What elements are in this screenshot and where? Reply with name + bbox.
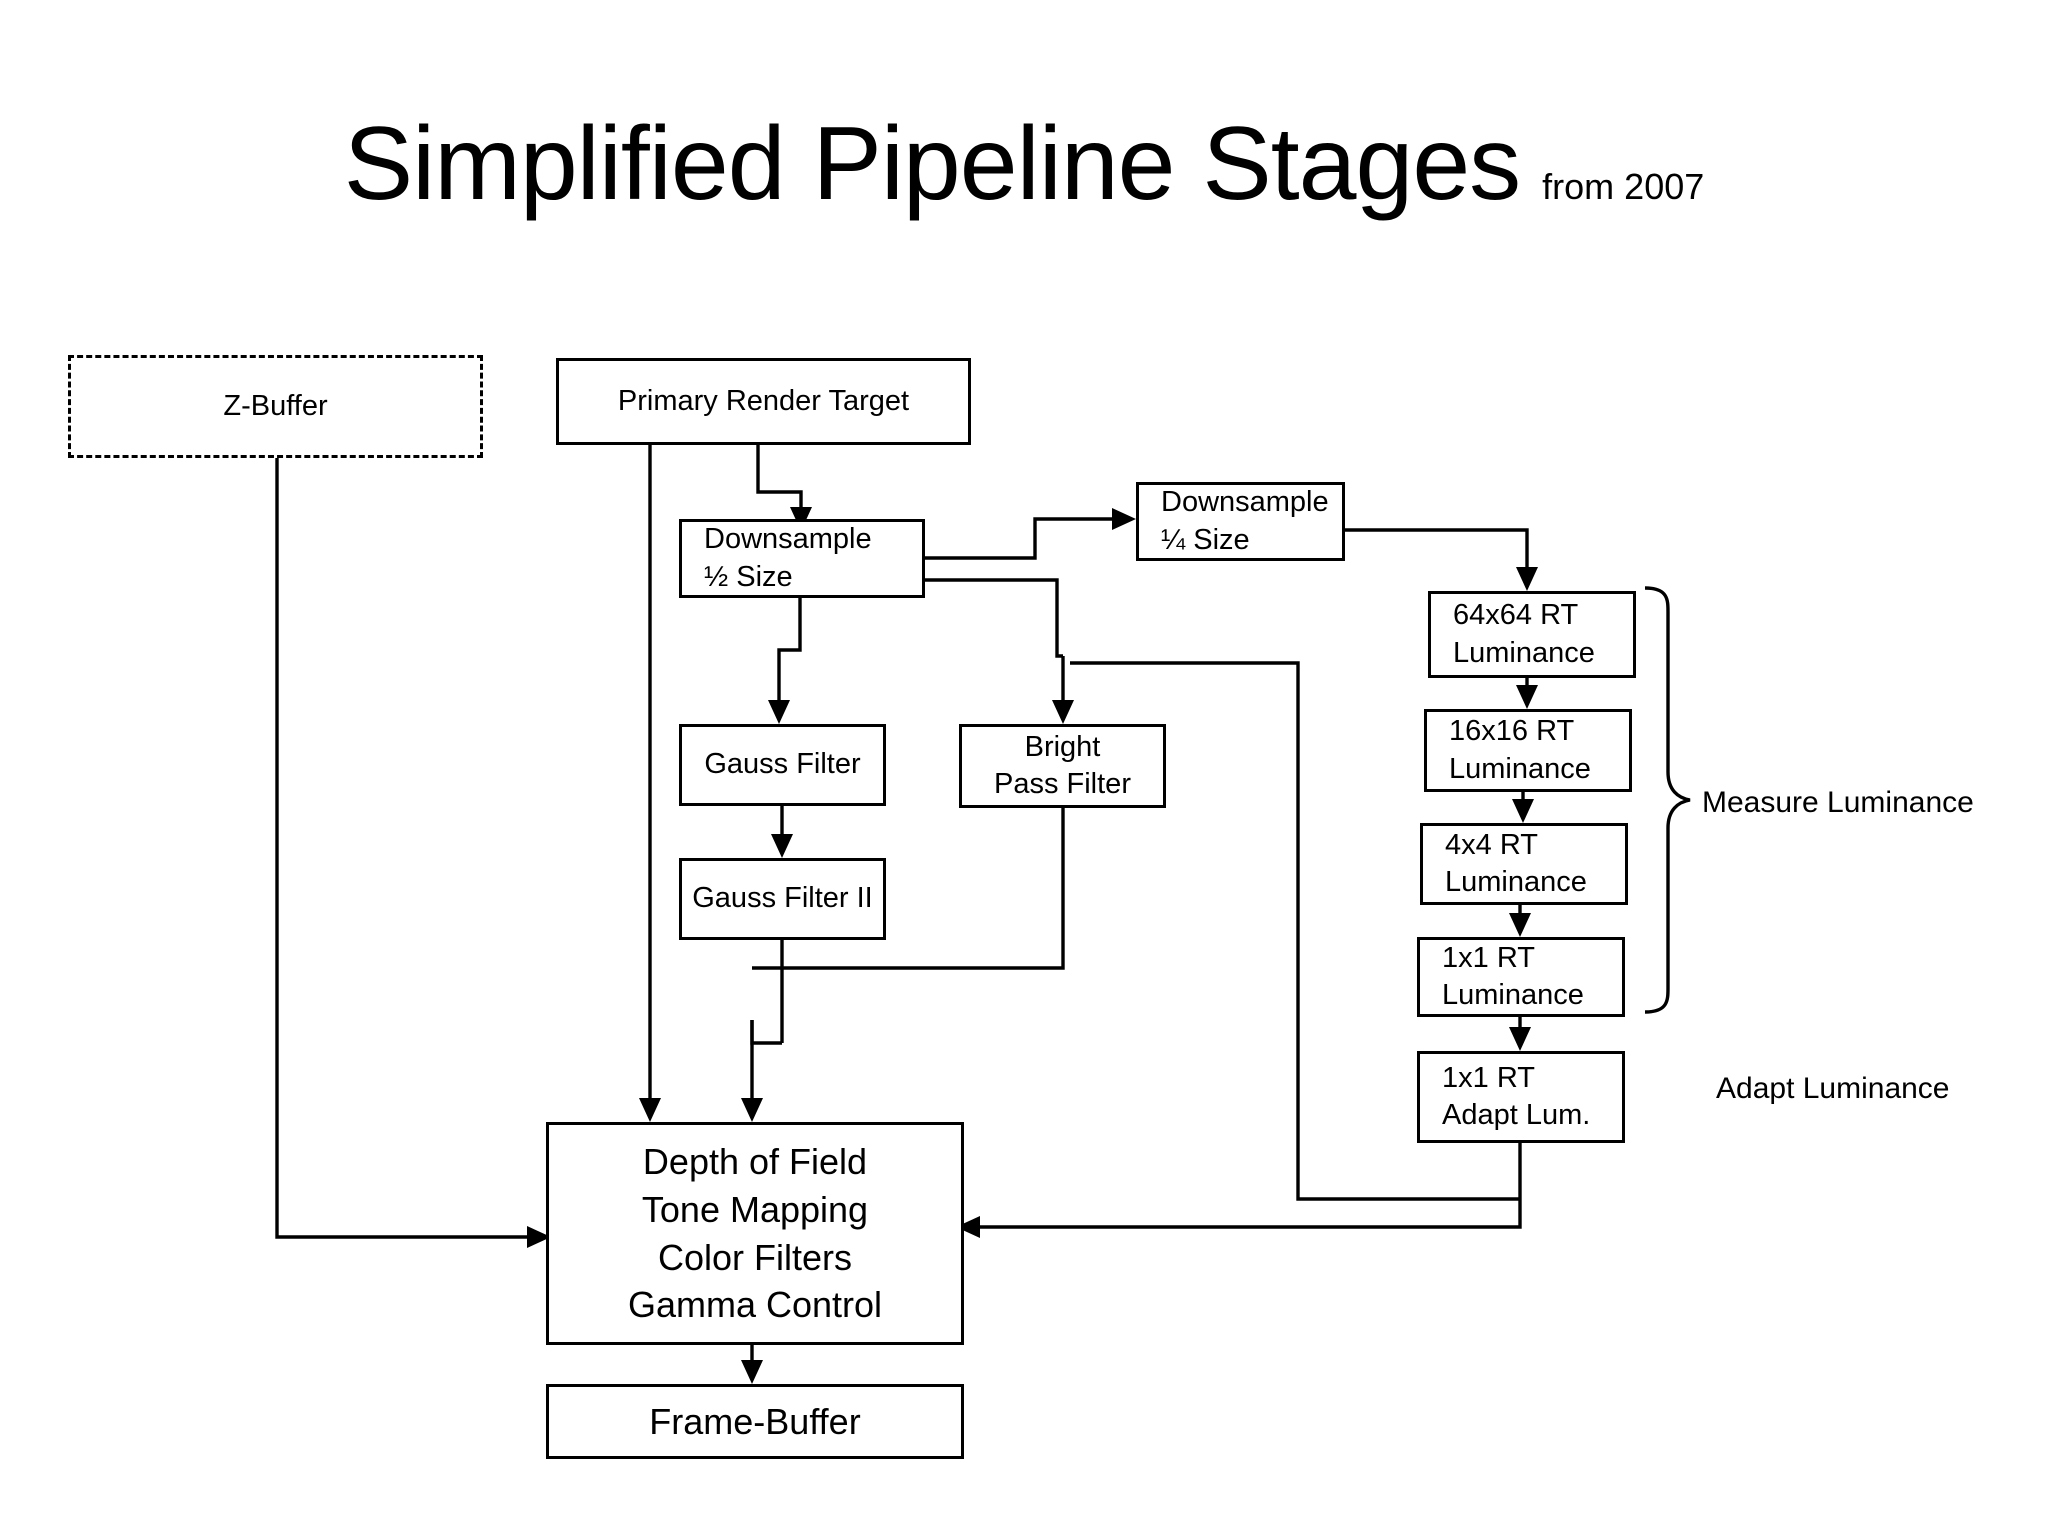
arrowhead-half-to-gauss: [768, 700, 790, 724]
title-main-text: Simplified Pipeline Stages: [343, 106, 1521, 222]
arrowhead-lum4-to-lum1: [1509, 913, 1531, 937]
node-bright-pass-filter[interactable]: Bright Pass Filter: [959, 724, 1166, 808]
arrowhead-half-to-brightpass: [1052, 700, 1074, 724]
wire-half-to-gauss: [777, 598, 802, 712]
wire-gauss2-jog: [750, 1020, 782, 1045]
node-gauss-filter-label: Gauss Filter: [704, 748, 861, 781]
node-z-buffer-label: Z-Buffer: [223, 389, 328, 422]
node-lum-4[interactable]: 4x4 RT Luminance: [1420, 823, 1628, 905]
node-downsample-quarter-label: Downsample ¼ Size: [1161, 486, 1329, 556]
node-downsample-half-label: Downsample ½ Size: [704, 523, 872, 593]
wire-half-to-brightpass: [925, 578, 1063, 658]
wire-half-to-quarter: [925, 517, 1124, 560]
node-z-buffer[interactable]: Z-Buffer: [68, 355, 483, 458]
node-gauss-filter[interactable]: Gauss Filter: [679, 724, 886, 806]
title-subtitle-text: from 2007: [1542, 166, 1705, 207]
node-composite[interactable]: Depth of Field Tone Mapping Color Filter…: [546, 1122, 964, 1345]
arrowhead-lum64-to-lum16: [1516, 685, 1538, 709]
node-primary-render-target-label: Primary Render Target: [617, 384, 910, 417]
label-adapt-luminance: Adapt Luminance: [1716, 1072, 1950, 1106]
node-downsample-quarter[interactable]: Downsample ¼ Size: [1136, 482, 1345, 561]
node-bright-pass-filter-label: Bright Pass Filter: [994, 730, 1131, 800]
arrowhead-composite-to-framebuffer: [741, 1360, 763, 1384]
node-gauss-filter-ii[interactable]: Gauss Filter II: [679, 858, 886, 940]
arrowhead-gauss-to-gauss2: [771, 834, 793, 858]
wire-zbuffer-to-composite: [275, 458, 539, 1239]
label-measure-luminance: Measure Luminance: [1702, 786, 1974, 820]
node-frame-buffer[interactable]: Frame-Buffer: [546, 1384, 964, 1459]
node-frame-buffer-label: Frame-Buffer: [649, 1400, 861, 1442]
arrowhead-gauss2-to-composite: [741, 1098, 763, 1122]
node-composite-label: Depth of Field Tone Mapping Color Filter…: [627, 1141, 883, 1326]
label-measure-luminance-text: Measure Luminance: [1702, 786, 1974, 819]
arrowhead-lum1-to-adapt: [1509, 1027, 1531, 1051]
node-lum-64[interactable]: 64x64 RT Luminance: [1428, 591, 1636, 678]
label-adapt-luminance-text: Adapt Luminance: [1716, 1072, 1950, 1105]
node-adapt-lum[interactable]: 1x1 RT Adapt Lum.: [1417, 1051, 1625, 1143]
node-lum-16[interactable]: 16x16 RT Luminance: [1424, 709, 1632, 792]
node-lum-1-label: 1x1 RT Luminance: [1442, 941, 1584, 1011]
node-lum-4-label: 4x4 RT Luminance: [1445, 828, 1587, 898]
arrowhead-lum16-to-lum4: [1512, 799, 1534, 823]
node-downsample-half[interactable]: Downsample ½ Size: [679, 519, 925, 598]
arrowhead-quarter-to-lum64: [1516, 567, 1538, 591]
measure-luminance-brace: [1644, 586, 1691, 1014]
wire-quarter-to-lum64: [1345, 528, 1529, 579]
wire-prt-to-downsample-half: [756, 445, 803, 519]
wire-adapt-to-composite: [968, 1143, 1522, 1229]
node-lum-64-label: 64x64 RT Luminance: [1453, 599, 1595, 669]
node-gauss-filter-ii-label: Gauss Filter II: [692, 882, 873, 915]
node-adapt-lum-label: 1x1 RT Adapt Lum.: [1442, 1061, 1591, 1131]
node-primary-render-target[interactable]: Primary Render Target: [556, 358, 971, 445]
arrowhead-half-to-quarter: [1112, 508, 1136, 530]
node-lum-16-label: 16x16 RT Luminance: [1449, 715, 1591, 785]
arrowhead-prt-to-composite: [639, 1098, 661, 1122]
node-lum-1[interactable]: 1x1 RT Luminance: [1417, 937, 1625, 1017]
